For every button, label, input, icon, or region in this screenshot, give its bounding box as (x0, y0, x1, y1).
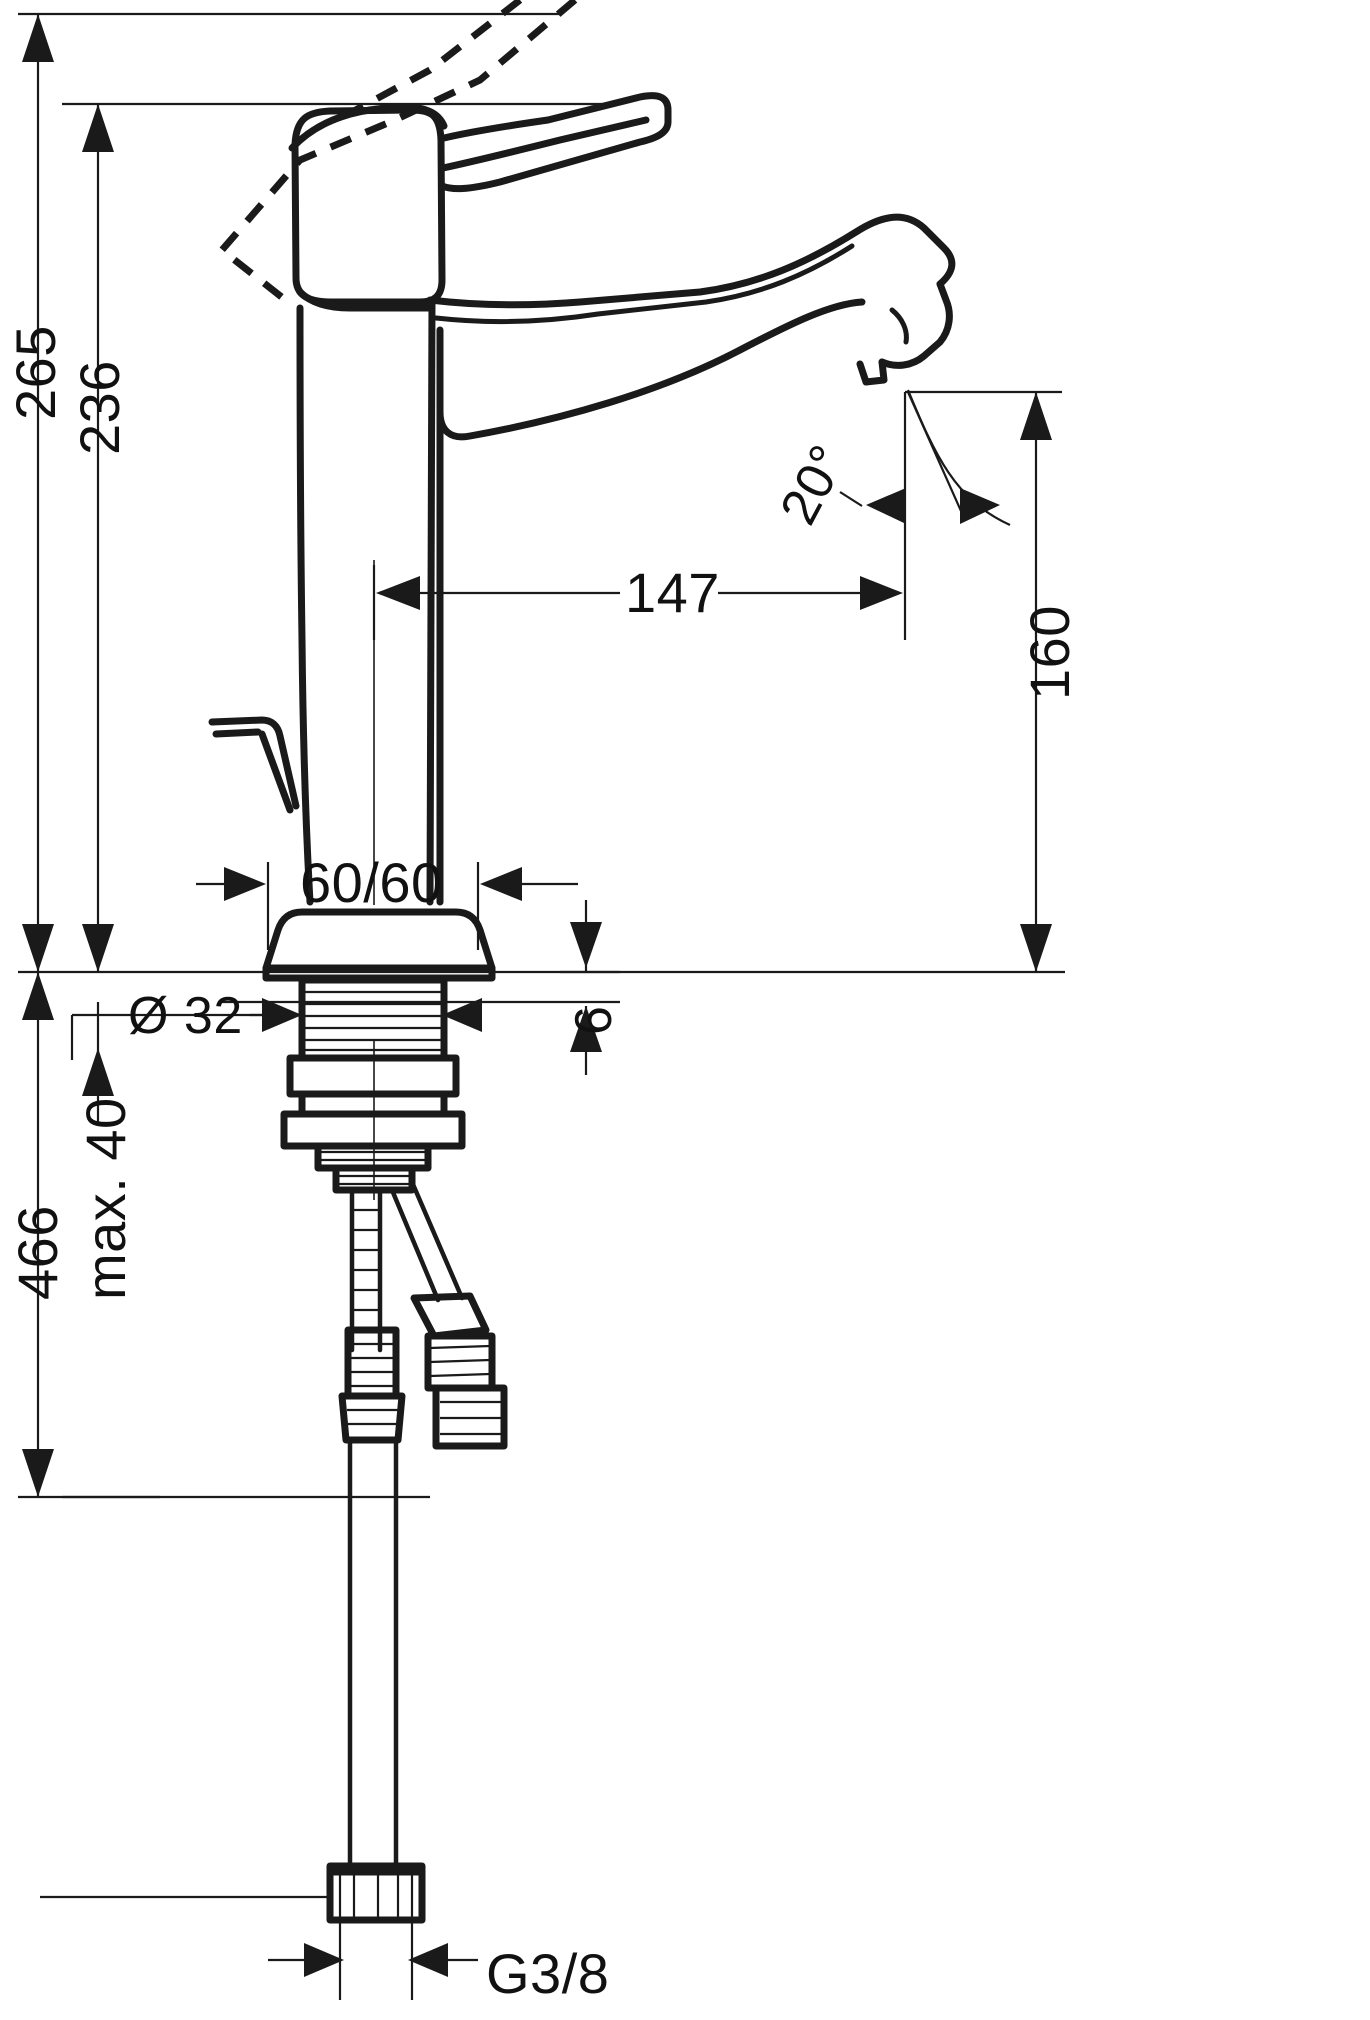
handle-open-position-outline (216, 0, 578, 305)
dimension-label-total-length: 466 (6, 1205, 69, 1300)
hose-connector-left-hatch (347, 1342, 399, 1426)
dimension-label-body-height: 236 (68, 360, 131, 455)
dimension-label-spout-height: 160 (1018, 605, 1081, 700)
supply-hose-lower-outline (347, 1437, 399, 1875)
faucet-base-plate-outline (262, 908, 496, 982)
dimension-line-diameter-32 (70, 998, 482, 1060)
dimension-line-147 (376, 576, 903, 610)
dimension-line-g38 (268, 1943, 478, 1977)
threaded-shank (298, 976, 448, 1062)
thread-connector-nut-outline (326, 1862, 426, 1924)
dimension-label-shank-diameter: Ø 32 (128, 987, 243, 1045)
dimension-label-base-thickness: 6 (565, 1005, 623, 1035)
dimension-line-max40 (82, 1002, 114, 1125)
hose-connector-right-hatch (429, 1344, 502, 1436)
dimension-line-6 (570, 900, 602, 1075)
dimension-label-counter-max: max. 40 (74, 1097, 137, 1300)
dimension-label-handle-footprint: 60/60 (300, 851, 443, 914)
dimension-line-236 (82, 104, 114, 972)
dimension-line-60-60 (196, 867, 578, 901)
pop-up-waste-lever-outline (208, 716, 300, 814)
supply-hose-right-outline (389, 1179, 465, 1303)
thread-hatch (304, 990, 442, 1052)
hose-connector-right-outline (410, 1292, 508, 1450)
dimension-line-160 (1020, 392, 1052, 972)
thread-connector-nut-hatch (352, 1868, 400, 1918)
dimension-label-total-height: 265 (4, 325, 67, 420)
hose-braid-left (352, 1208, 380, 1332)
dimension-line-466 (22, 972, 54, 1497)
dimension-angle-20 (839, 389, 1011, 527)
dimension-line-265 (22, 14, 54, 1020)
dimension-label-spout-reach: 147 (625, 561, 720, 624)
faucet-spout-body-outline (296, 213, 956, 906)
dimension-label-thread-size: G3/8 (486, 1942, 610, 2005)
mounting-nut-assembly-outline (280, 1054, 466, 1194)
faucet-spout-inner-lines (433, 243, 909, 345)
faucet-handle-outline (288, 92, 672, 312)
mounting-nut-hatch (320, 1150, 426, 1186)
